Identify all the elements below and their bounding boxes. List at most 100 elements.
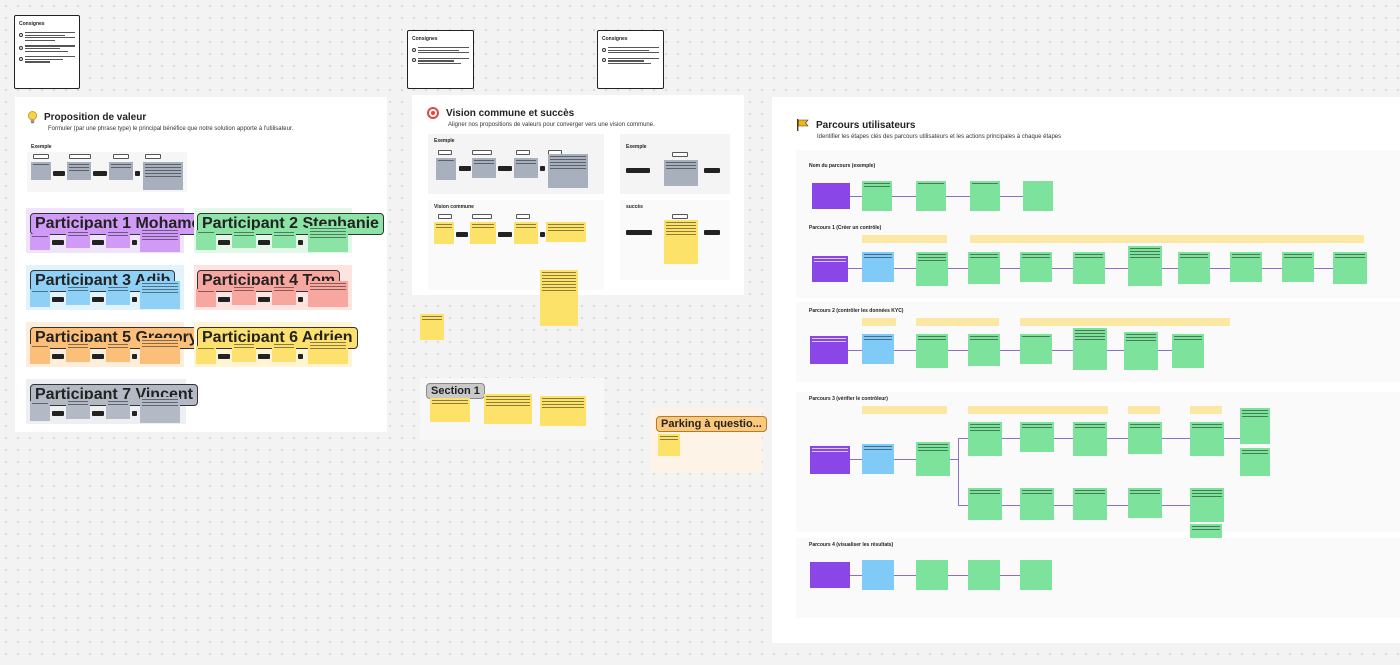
value-proposition-header: Proposition de valeur Formuler (par une … bbox=[27, 111, 293, 132]
step-note[interactable] bbox=[968, 422, 1002, 456]
value-proposition-title: Proposition de valeur bbox=[44, 112, 147, 123]
step-note[interactable] bbox=[1073, 422, 1107, 456]
check-icon bbox=[412, 58, 416, 63]
step-note[interactable] bbox=[1073, 328, 1107, 370]
journey-row-title: Parcours 4 (visualiser les résultats) bbox=[809, 542, 894, 548]
journeys-title: Parcours utilisateurs bbox=[816, 119, 916, 131]
step-note[interactable] bbox=[1020, 422, 1054, 452]
journeys-header: Parcours utilisateurs Identifier les éta… bbox=[796, 118, 1061, 140]
step-note[interactable] bbox=[862, 334, 894, 364]
example-label: Exemple bbox=[31, 144, 52, 150]
step-note[interactable] bbox=[1023, 181, 1053, 211]
section-1-tag[interactable]: Section 1 bbox=[426, 383, 485, 399]
vision-example-label: Exemple bbox=[434, 138, 455, 144]
step-note[interactable] bbox=[1073, 252, 1105, 284]
step-note[interactable] bbox=[916, 181, 946, 211]
step-note[interactable] bbox=[1020, 488, 1054, 520]
journeys-subtitle: Identifier les étapes clés des parcours … bbox=[817, 134, 1062, 140]
persona-note[interactable] bbox=[810, 336, 848, 364]
step-note[interactable] bbox=[1020, 334, 1052, 364]
participant-panel-4[interactable]: Participant 4 Tom bbox=[194, 265, 352, 310]
participant-panel-1[interactable]: Participant 1 Mohamed bbox=[26, 208, 216, 253]
step-note[interactable] bbox=[1128, 422, 1162, 454]
sticky-note[interactable] bbox=[658, 434, 680, 456]
step-note[interactable] bbox=[1282, 252, 1314, 282]
step-note[interactable] bbox=[862, 181, 892, 211]
example-row bbox=[27, 152, 187, 192]
vision-example-box: Exemple bbox=[428, 134, 604, 194]
check-icon bbox=[19, 45, 23, 50]
step-note[interactable] bbox=[1172, 334, 1204, 368]
step-note[interactable] bbox=[916, 560, 948, 590]
value-proposition-subtitle: Formuler (par une phrase type) le princi… bbox=[48, 126, 294, 132]
instructions-card-1[interactable]: Consignes bbox=[14, 15, 80, 89]
step-note[interactable] bbox=[916, 442, 950, 476]
success-box: succès bbox=[620, 200, 730, 280]
instructions-card-2[interactable]: Consignes bbox=[407, 30, 474, 89]
step-note[interactable] bbox=[1178, 252, 1210, 284]
participant-panel-5[interactable]: Participant 5 Gregory bbox=[26, 322, 203, 367]
success-label: succès bbox=[626, 204, 643, 210]
check-icon bbox=[19, 32, 23, 37]
step-note[interactable] bbox=[968, 252, 1000, 284]
persona-note[interactable] bbox=[810, 446, 850, 474]
shared-vision-header: Vision commune et succès Aligner nos pro… bbox=[426, 106, 655, 128]
target-icon bbox=[427, 107, 439, 119]
step-note[interactable] bbox=[968, 334, 1000, 366]
persona-note[interactable] bbox=[812, 256, 848, 282]
step-note[interactable] bbox=[968, 560, 1000, 590]
step-note[interactable] bbox=[1333, 252, 1367, 284]
participant-panel-2[interactable]: Participant 2 Stephanie bbox=[194, 208, 384, 253]
participant-panel-6[interactable]: Participant 6 Adrien bbox=[194, 322, 358, 367]
lightbulb-icon bbox=[28, 111, 37, 124]
journey-row-title: Nom du parcours (exemple) bbox=[809, 163, 876, 169]
parking-tag[interactable]: Parking à questio... bbox=[656, 416, 767, 432]
instructions-card-3[interactable]: Consignes bbox=[597, 30, 664, 89]
journey-row-title: Parcours 1 (Créer un contrôle) bbox=[809, 225, 882, 231]
step-note[interactable] bbox=[862, 252, 894, 282]
sticky-note[interactable] bbox=[540, 270, 578, 326]
step-note[interactable] bbox=[1190, 488, 1224, 522]
sticky-note[interactable] bbox=[484, 394, 532, 424]
journey-row-example bbox=[796, 150, 1400, 220]
sticky-note[interactable] bbox=[540, 396, 586, 426]
participant-panel-3[interactable]: Participant 3 Adib bbox=[26, 265, 184, 310]
flag-icon bbox=[797, 119, 809, 131]
participant-panel-7[interactable]: Participant 7 Vincent bbox=[26, 379, 198, 424]
persona-note[interactable] bbox=[812, 183, 850, 209]
success-example-label: Exemple bbox=[626, 144, 647, 150]
journey-row-title: Parcours 2 (contrôler les données KYC) bbox=[809, 308, 904, 314]
step-note[interactable] bbox=[1020, 252, 1052, 282]
check-icon bbox=[602, 58, 606, 63]
step-note[interactable] bbox=[1240, 448, 1270, 476]
step-note[interactable] bbox=[916, 334, 948, 368]
persona-note[interactable] bbox=[810, 562, 850, 588]
step-note[interactable] bbox=[1073, 488, 1107, 520]
step-note[interactable] bbox=[1240, 408, 1270, 444]
instructions-title: Consignes bbox=[412, 36, 438, 42]
journey-row-title: Parcours 3 (vérifier le contrôleur) bbox=[809, 396, 888, 402]
instructions-title: Consignes bbox=[602, 36, 628, 42]
step-note[interactable] bbox=[1128, 488, 1162, 518]
step-note[interactable] bbox=[862, 560, 894, 590]
shared-vision-subtitle: Aligner nos propositions de valeurs pour… bbox=[448, 122, 655, 128]
step-note[interactable] bbox=[1020, 560, 1052, 590]
step-note[interactable] bbox=[970, 181, 1000, 211]
step-note[interactable] bbox=[862, 444, 894, 474]
check-icon bbox=[412, 47, 416, 52]
sticky-note[interactable] bbox=[430, 398, 470, 422]
step-note[interactable] bbox=[1124, 332, 1158, 370]
instructions-title: Consignes bbox=[19, 21, 45, 27]
vision-common-label: Vision commune bbox=[434, 204, 474, 210]
step-note[interactable] bbox=[916, 252, 948, 286]
success-example-box: Exemple bbox=[620, 134, 730, 194]
step-note[interactable] bbox=[968, 488, 1002, 520]
sticky-note[interactable] bbox=[420, 314, 444, 340]
journey-row-4 bbox=[796, 538, 1400, 618]
step-note[interactable] bbox=[1230, 252, 1262, 282]
step-note[interactable] bbox=[1190, 422, 1224, 456]
step-note[interactable] bbox=[1128, 246, 1162, 286]
check-icon bbox=[19, 56, 23, 61]
shared-vision-title: Vision commune et succès bbox=[446, 107, 575, 119]
check-icon bbox=[602, 47, 606, 52]
